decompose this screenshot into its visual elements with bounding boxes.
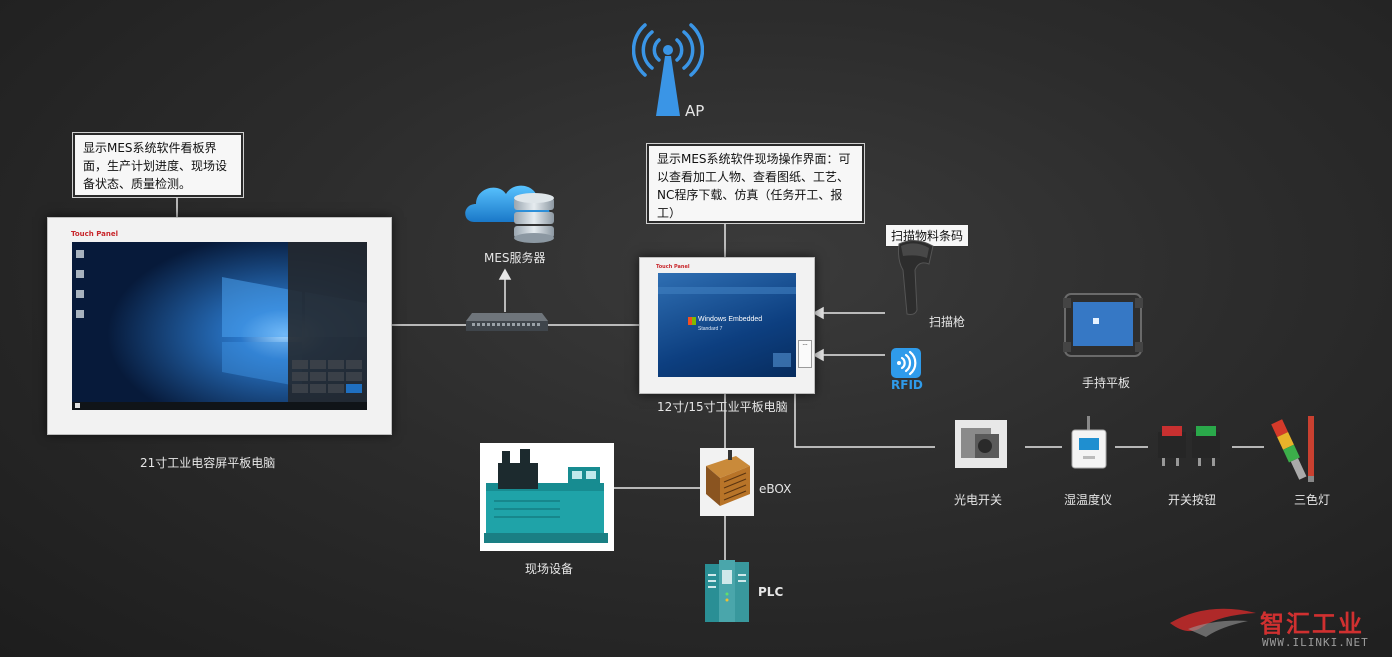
ap-label: AP (685, 102, 705, 120)
touch-panel-21inch: Touch Panel (47, 217, 392, 435)
handheld-tablet-icon (1063, 292, 1143, 358)
plc-label: PLC (758, 585, 784, 599)
touch-panel-21-label: 21寸工业电容屏平板电脑 (140, 456, 276, 470)
watermark-logo-icon (1168, 603, 1258, 643)
touch-panel-21-brand: Touch Panel (71, 230, 119, 238)
hygrometer-icon (1070, 416, 1108, 472)
windows10-screen (72, 242, 367, 410)
callout-dashboard: 显示MES系统软件看板界 面，生产计划进度、现场设 备状态、质量检测。 (72, 132, 244, 198)
windows-embedded-screen: Windows Embedded Standard 7 (658, 273, 796, 377)
touch-panel-12-15inch: Touch Panel Windows Embedded Standard 7 … (639, 257, 815, 394)
ebox-icon (700, 448, 754, 516)
plc-icon (705, 560, 751, 624)
field-equipment-label: 现场设备 (525, 562, 574, 576)
callout-field-line4: 工） (657, 206, 682, 220)
touch-panel-12-label: 12寸/15寸工业平板电脑 (657, 400, 788, 414)
os-name-text: Windows Embedded (698, 316, 763, 323)
handheld-label: 手持平板 (1082, 376, 1131, 390)
os-sub-text: Standard 7 (698, 326, 723, 332)
callout-field-line1: 显示MES系统软件现场操作界面：可 (657, 152, 851, 166)
button-switch-icon (1154, 424, 1226, 468)
tri-light-label: 三色灯 (1294, 493, 1331, 507)
network-switch-icon (466, 313, 548, 333)
mes-server-label: MES服务器 (484, 251, 546, 265)
rfid-reader-slot-icon: ⌔ (798, 340, 812, 368)
callout-field-line2: 以查看加工人物、查看图纸、工艺、 (657, 170, 850, 184)
callout-dashboard-line2: 面，生产计划进度、现场设 (83, 159, 228, 173)
watermark-brand: 智汇工业 (1260, 610, 1364, 638)
mes-server-icon (462, 176, 560, 246)
callout-field-line3: NC程序下载、仿真（任务开工、报 (657, 188, 843, 202)
button-switch-label: 开关按钮 (1168, 493, 1217, 507)
callout-field-operation: 显示MES系统软件现场操作界面：可 以查看加工人物、查看图纸、工艺、 NC程序下… (646, 143, 865, 224)
scanner-label: 扫描枪 (929, 315, 966, 329)
rfid-label: RFID (891, 378, 923, 392)
touch-panel-12-brand: Touch Panel (656, 264, 690, 270)
rfid-icon (891, 348, 921, 378)
watermark-url: WWW.ILINKI.NET (1262, 636, 1369, 649)
ebox-label: eBOX (759, 482, 792, 496)
tri-color-light-icon (1264, 414, 1320, 484)
field-equipment-generator-icon (480, 443, 614, 551)
photoelectric-switch-icon (955, 420, 1007, 468)
hygrometer-label: 湿温度仪 (1064, 493, 1113, 507)
ap-antenna-icon (631, 22, 705, 118)
photo-switch-label: 光电开关 (954, 493, 1003, 507)
callout-dashboard-line1: 显示MES系统软件看板界 (83, 141, 217, 155)
callout-dashboard-line3: 备状态、质量检测。 (83, 177, 192, 191)
barcode-scanner-icon (893, 238, 937, 318)
